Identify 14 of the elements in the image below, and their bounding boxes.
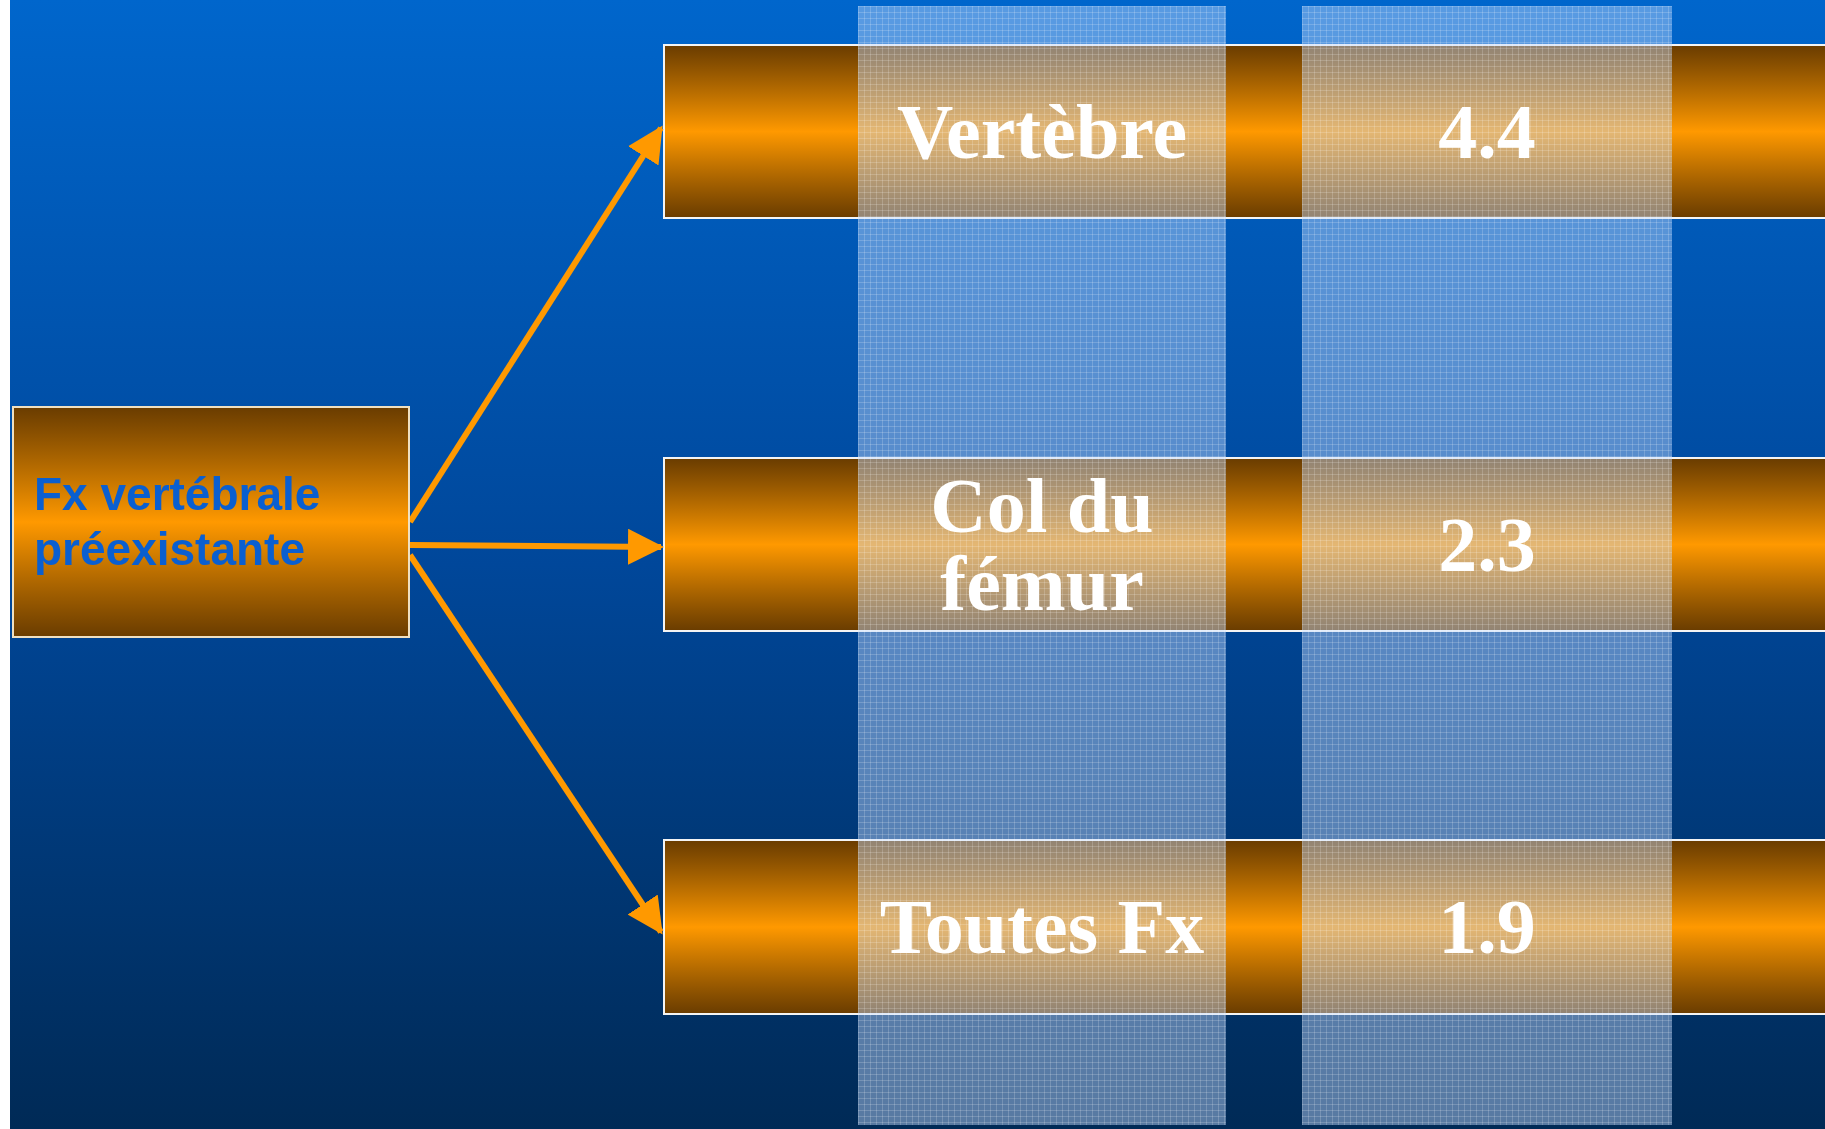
arrow [407,553,664,935]
source-box [12,406,410,638]
result-bar [663,457,1825,632]
arrow [409,528,664,565]
result-bar [663,839,1825,1015]
site-label: Vertèbre [896,92,1188,171]
risk-value: 4.4 [1438,92,1536,171]
box-label: Fx vertébrale préexistante [34,466,322,577]
result-bar [663,44,1825,219]
arrow [407,125,664,524]
risk-value: 1.9 [1438,888,1536,966]
site-label: Toutes Fx [879,888,1205,966]
site-label: Col du fémur [929,466,1155,623]
risk-value: 2.3 [1438,505,1536,584]
